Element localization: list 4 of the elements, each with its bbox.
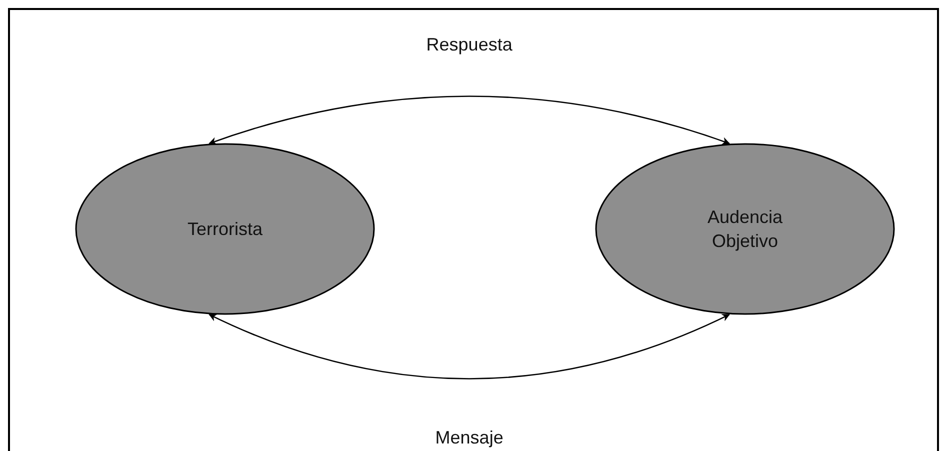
- node-label: Terrorista: [187, 218, 262, 241]
- node-label: Audencia Objetivo: [706, 206, 784, 253]
- curved-arrow: [208, 96, 730, 145]
- curved-arrow: [208, 314, 730, 380]
